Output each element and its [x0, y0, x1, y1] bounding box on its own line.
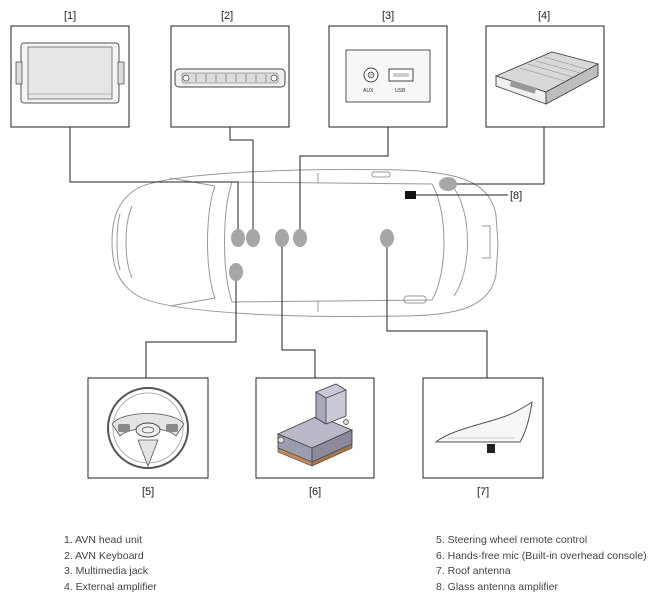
shark-fin-antenna-icon — [434, 400, 533, 453]
microphone-module-icon — [276, 383, 354, 467]
callout-label-4: [4] — [538, 10, 550, 22]
marker-steering-remote — [229, 263, 243, 281]
callout-label-2: [2] — [221, 10, 233, 22]
callout-label-8: [8] — [510, 190, 522, 202]
leader-line-7 — [386, 239, 488, 378]
box-roof-antenna — [422, 377, 544, 479]
box-multimedia-jack: AUX USB — [328, 25, 448, 128]
leader-line-1 — [69, 127, 239, 234]
legend-item-8: 8. Glass antenna amplifier — [436, 580, 558, 593]
box-external-amplifier — [485, 25, 605, 128]
callout-label-1: [1] — [64, 10, 76, 22]
marker-hands-free-mic — [275, 229, 289, 247]
leader-line-2 — [229, 127, 254, 234]
legend-left-column: 1. AVN head unit 2. AVN Keyboard 3. Mult… — [64, 533, 157, 595]
legend-item-4: 4. External amplifier — [64, 580, 157, 593]
legend-item-5: 5. Steering wheel remote control — [436, 534, 588, 546]
connector-lines — [69, 127, 545, 378]
leader-line-3 — [299, 127, 389, 234]
multimedia-jack-icon: AUX USB — [345, 49, 431, 103]
legend-item-6: 6. Hands-free mic (Built-in overhead con… — [436, 549, 647, 562]
box-avn-head-unit — [10, 25, 130, 128]
vehicle-top-view — [111, 169, 499, 317]
marker-glass-antenna-amp — [405, 191, 416, 199]
leader-line-5 — [145, 274, 237, 378]
leader-line-6 — [281, 239, 316, 378]
aux-label: AUX — [363, 88, 374, 94]
location-markers — [229, 177, 457, 281]
legend-item-2: 2. AVN Keyboard — [64, 549, 144, 562]
callout-label-6: [6] — [309, 486, 321, 498]
keyboard-icon — [174, 68, 286, 88]
callout-label-3: [3] — [382, 10, 394, 22]
callout-label-7: [7] — [477, 486, 489, 498]
marker-external-amplifier — [439, 177, 457, 191]
amplifier-icon — [494, 51, 600, 105]
marker-avn-head-unit — [231, 229, 245, 247]
legend-right-column: 5. Steering wheel remote control 6. Hand… — [436, 533, 647, 595]
callout-label-5: [5] — [142, 486, 154, 498]
box-hands-free-mic — [255, 377, 375, 479]
box-steering-remote — [87, 377, 209, 479]
legend-item-1: 1. AVN head unit — [64, 534, 143, 546]
marker-multimedia-jack — [293, 229, 307, 247]
legend-item-3: 3. Multimedia jack — [64, 565, 149, 577]
marker-roof-antenna — [380, 229, 394, 247]
steering-wheel-icon — [107, 387, 189, 469]
leader-line-4 — [448, 127, 545, 185]
marker-avn-keyboard — [246, 229, 260, 247]
legend-item-7: 7. Roof antenna — [436, 565, 511, 577]
head-unit-icon — [15, 42, 125, 104]
usb-label: USB — [395, 88, 406, 94]
box-avn-keyboard — [170, 25, 290, 128]
